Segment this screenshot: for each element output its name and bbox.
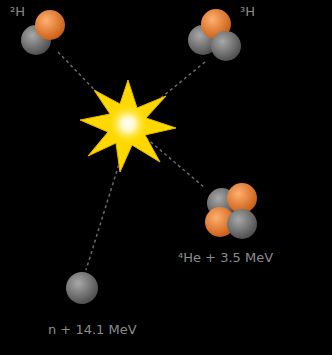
product-label: n + 14.1 MeV (48, 322, 137, 338)
trajectory-lines (58, 52, 205, 270)
deuterium-nucleus (21, 10, 65, 55)
isotope-label: ²H (10, 4, 25, 20)
tritium-nucleus (188, 9, 241, 61)
product-label: ⁴He + 3.5 MeV (178, 250, 273, 266)
helium-nucleus (205, 183, 257, 239)
fusion-star (80, 80, 176, 172)
isotope-label: ³H (240, 4, 255, 20)
neutron (66, 272, 98, 304)
